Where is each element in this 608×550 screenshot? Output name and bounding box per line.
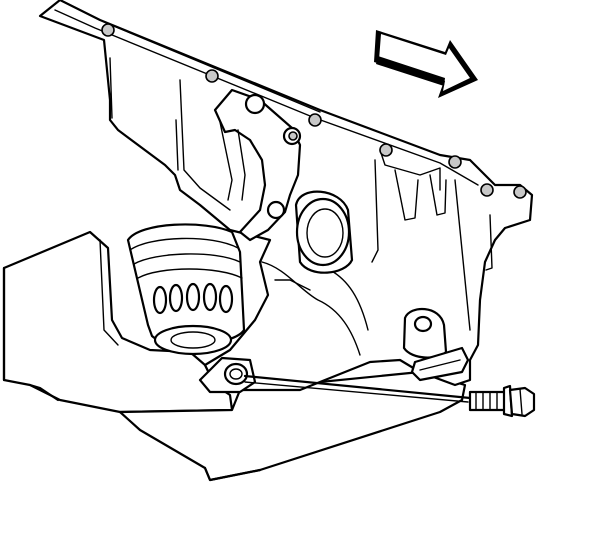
lower-bracket-tab [402,307,470,382]
pan-bolt [468,384,536,418]
direction-arrow-icon [374,30,478,98]
filter-adapter-boss [294,190,354,274]
flange-bolts [101,23,527,199]
leader-line [243,374,472,403]
pan-bolt-boss [198,356,257,394]
mounting-bracket [213,88,302,242]
oil-filter [126,223,246,356]
filter-grip-pads [152,282,234,315]
